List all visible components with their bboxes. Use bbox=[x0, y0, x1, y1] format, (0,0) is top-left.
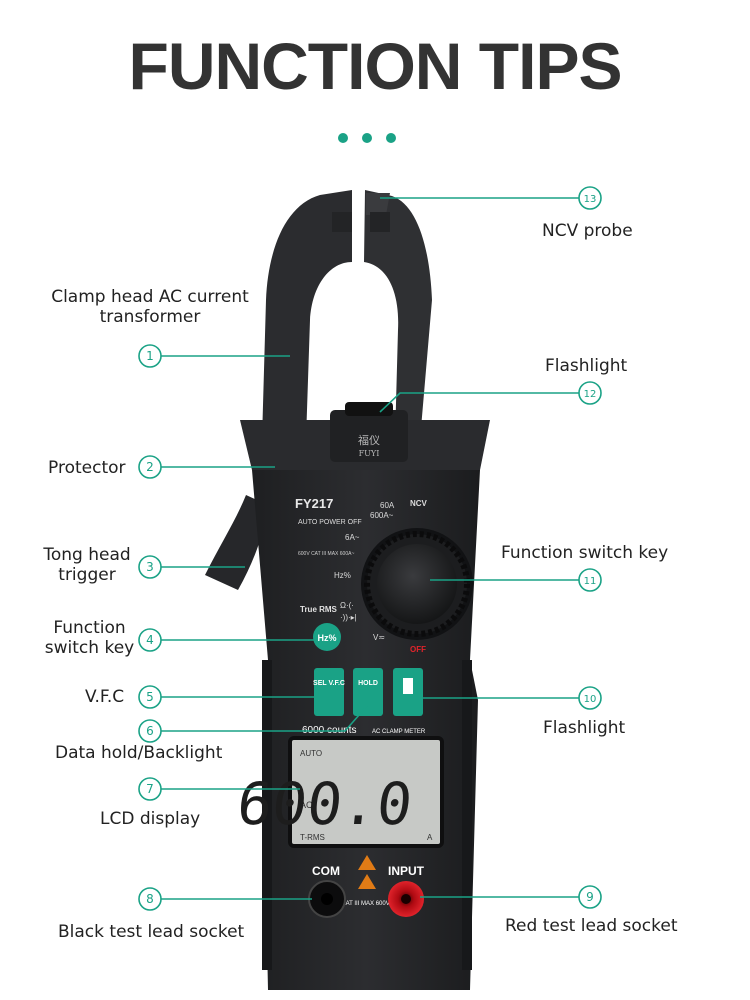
lcd-reading: 600.0 bbox=[234, 770, 416, 838]
dial-600a: 600A~ bbox=[370, 511, 394, 520]
callout-label-2: Protector bbox=[48, 458, 126, 478]
lcd-display: AUTO AC 600.0 T-RMS A bbox=[234, 736, 444, 848]
com-socket[interactable] bbox=[308, 880, 346, 918]
page-title: FUNCTION TIPS bbox=[128, 29, 623, 103]
warning-icon bbox=[358, 855, 376, 889]
callout-label-8: Black test lead socket bbox=[58, 922, 245, 942]
lcd-trms: T-RMS bbox=[300, 833, 325, 842]
dial-vac: V≂ bbox=[373, 633, 385, 642]
hold-button[interactable]: HOLD bbox=[353, 668, 383, 716]
side-grips bbox=[262, 660, 472, 970]
dial-off: OFF bbox=[410, 645, 426, 654]
lcd-unit: A bbox=[427, 833, 433, 842]
callout-label-11: Function switch key bbox=[501, 543, 669, 563]
model-label: FY217 bbox=[295, 496, 333, 511]
socket-rating: CAT III MAX 600V≂ bbox=[341, 901, 395, 907]
flashlight-block bbox=[330, 410, 408, 462]
sel-button-label: SEL V.F.C bbox=[313, 680, 345, 687]
input-socket[interactable] bbox=[388, 881, 424, 917]
hz-button-label: Hz% bbox=[317, 633, 336, 643]
callout-num-9: 9 bbox=[586, 890, 594, 904]
com-label: COM bbox=[312, 864, 340, 878]
callout-num-13: 13 bbox=[584, 194, 597, 205]
callout-label-9: Red test lead socket bbox=[505, 916, 678, 936]
input-label: INPUT bbox=[388, 864, 425, 878]
dial-hz: Hz% bbox=[334, 571, 351, 580]
callout-num-5: 5 bbox=[146, 690, 154, 704]
cat-label: 600V CAT III MAX 600A~ bbox=[298, 551, 354, 557]
hz-button[interactable]: Hz% bbox=[313, 623, 341, 651]
dial-60a: 60A bbox=[380, 501, 395, 510]
callout-label-3: Tong head trigger bbox=[43, 545, 131, 585]
callout-label-12: Flashlight bbox=[545, 356, 628, 376]
clamp-jaw bbox=[262, 190, 432, 440]
logo-en: FUYI bbox=[359, 449, 380, 458]
callout-label-10: Flashlight bbox=[543, 718, 626, 738]
logo-cn: 福仪 bbox=[358, 433, 380, 447]
rotary-dial-knob[interactable] bbox=[361, 528, 473, 640]
dial-6a: 6A~ bbox=[345, 533, 360, 542]
true-rms-label: True RMS bbox=[300, 605, 338, 614]
flashlight-button[interactable] bbox=[393, 668, 423, 716]
callout-num-3: 3 bbox=[146, 560, 154, 574]
callout-label-4: Function switch key bbox=[44, 618, 135, 658]
callout-num-4: 4 bbox=[146, 633, 154, 647]
callout-label-7: LCD display bbox=[100, 809, 201, 829]
callout-num-6: 6 bbox=[146, 724, 154, 738]
callout-num-11: 11 bbox=[584, 576, 597, 587]
callout-label-1: Clamp head AC current transformer bbox=[51, 287, 249, 327]
counts-sub-label: AC CLAMP METER bbox=[372, 729, 426, 735]
callout-num-1: 1 bbox=[146, 349, 154, 363]
lcd-ac: AC bbox=[300, 800, 313, 810]
sel-button[interactable]: SEL V.F.C bbox=[313, 668, 345, 716]
callout-num-12: 12 bbox=[584, 389, 597, 400]
dial-ohm: Ω·(· bbox=[340, 601, 354, 610]
callout-num-2: 2 bbox=[146, 460, 154, 474]
dial-ncv: NCV bbox=[410, 499, 428, 508]
callout-num-7: 7 bbox=[146, 782, 154, 796]
callout-label-13: NCV probe bbox=[542, 221, 633, 241]
callout-num-8: 8 bbox=[146, 892, 154, 906]
hold-button-label: HOLD bbox=[358, 680, 378, 687]
decorative-dots bbox=[338, 128, 412, 143]
callout-label-5: V.F.C bbox=[85, 687, 125, 707]
auto-power-label: AUTO POWER OFF bbox=[298, 519, 362, 526]
callout-num-10: 10 bbox=[584, 694, 597, 705]
callout-label-6: Data hold/Backlight bbox=[55, 743, 223, 763]
dial-diode: ·))·▸| bbox=[340, 613, 357, 622]
lcd-auto: AUTO bbox=[300, 749, 322, 758]
